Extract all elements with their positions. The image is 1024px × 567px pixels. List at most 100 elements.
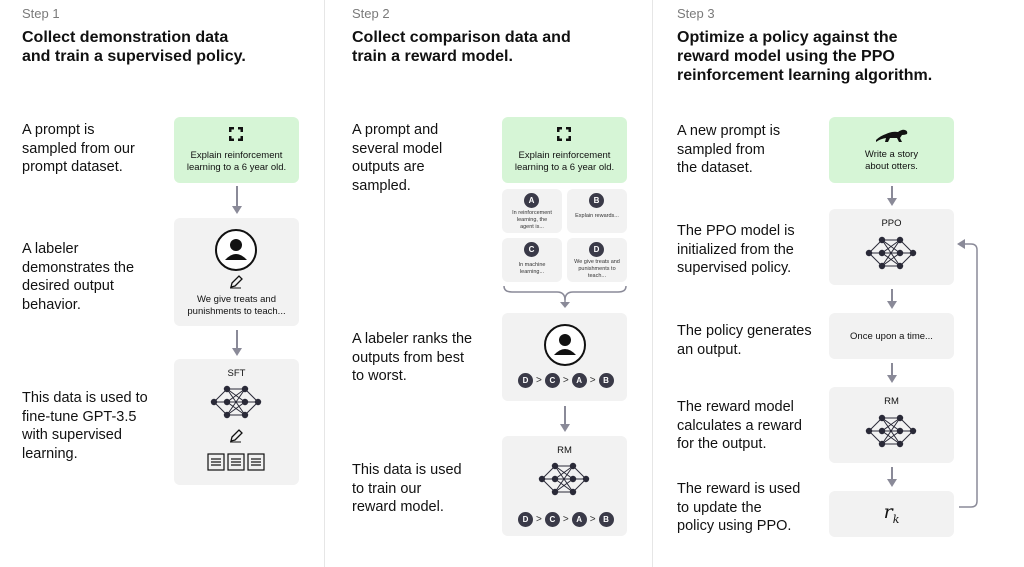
network-node [551, 488, 559, 496]
network-node [878, 440, 886, 448]
text-line: policy using PPO. [677, 518, 792, 534]
step2-prompt-text: Explain reinforcement learning to a 6 ye… [502, 150, 627, 174]
text-line: prompt dataset. [22, 159, 123, 175]
output-text: In machine learning... [504, 262, 560, 276]
network-node [569, 462, 577, 470]
step2-desc-sampled: A prompt and several model outputs are s… [352, 121, 442, 195]
text-line: learning... [519, 268, 545, 275]
network-node [241, 398, 249, 406]
network-node [878, 414, 886, 422]
step2-prompt-box: Explain reinforcement learning to a 6 ye… [502, 117, 627, 183]
step1-title: Collect demonstration data and train a s… [22, 28, 246, 66]
network-edge [881, 239, 901, 267]
text-line: sampled from our [22, 140, 135, 157]
step2-desc-ranks: A labeler ranks the outputs from best to… [352, 330, 472, 386]
network-node [896, 249, 904, 257]
network-node [878, 262, 886, 270]
text-line: for the output. [677, 436, 767, 452]
rank-separator: > [589, 513, 596, 525]
text-line: initialized from the [677, 241, 794, 258]
text-line: Explain reinforcement [190, 150, 283, 161]
arrow-line [891, 467, 893, 480]
rank-item: C [544, 511, 560, 527]
text-line: learning to a 6 year old. [186, 162, 287, 173]
text-line: sampled from [677, 141, 765, 158]
network-edge [554, 465, 574, 480]
network-node [909, 249, 917, 257]
step3-prompt-box: Write a story about otters. [829, 117, 954, 183]
step2-ranking-box: D > C > A > B [502, 313, 627, 401]
arrow-line [236, 330, 238, 349]
rank-item: B [598, 511, 614, 527]
step1-labeler-box: We give treats and punishments to teach.… [174, 218, 299, 326]
network-node [582, 475, 590, 483]
text-line: to train our [352, 480, 422, 497]
arrow-head [232, 206, 242, 214]
network-node [223, 385, 231, 393]
text-line: teach... [587, 272, 607, 279]
network-node [878, 427, 886, 435]
text-line: with supervised [22, 427, 122, 443]
step1-desc-labeler: A labeler demonstrates the desired outpu… [22, 240, 134, 314]
text-line: learning to a 6 year old. [514, 162, 615, 173]
step1-prompt-text: Explain reinforcement learning to a 6 ye… [174, 150, 299, 174]
step1-column: Step 1 Collect demonstration data and tr… [0, 0, 324, 567]
step1-label: Step 1 [22, 6, 60, 21]
network-edge [554, 478, 574, 493]
step3-title-line1: Optimize a policy against the [677, 29, 898, 46]
network-node [896, 427, 904, 435]
step1-desc-finetune: This data is used to fine-tune GPT-3.5 w… [22, 389, 148, 463]
arrow-line [236, 186, 238, 207]
text-line: punishments to teach... [187, 306, 286, 317]
network-edge [554, 465, 574, 493]
rank-separator: > [589, 374, 596, 386]
text-line: This data is used to [22, 390, 148, 406]
step2-title-line2: train a reward model. [352, 48, 513, 65]
rm-label: RM [557, 445, 572, 456]
network-node [909, 427, 917, 435]
arrow-line [891, 186, 893, 199]
rank-separator: > [536, 374, 542, 386]
document-icon [207, 453, 265, 471]
output-text: Explain rewards... [569, 213, 625, 220]
network-edge [226, 388, 246, 416]
reward-symbol: r [883, 501, 893, 523]
person-icon [544, 324, 586, 366]
pencil-icon [230, 429, 243, 443]
arrow-head [887, 375, 897, 383]
rank-item: B [598, 372, 614, 388]
step3-desc-reward-model: The reward model calculates a reward for… [677, 398, 802, 454]
text-line: several model [352, 140, 443, 157]
network-edge [881, 417, 901, 432]
output-letter: B [589, 193, 604, 208]
text-line: the dataset. [677, 160, 753, 176]
rm-label: RM [884, 396, 899, 407]
network-edge [881, 252, 901, 267]
text-line: demonstrates the [22, 259, 135, 276]
ranking-row: D > C > A > B [518, 372, 614, 388]
rank-separator: > [536, 513, 542, 525]
network-node [241, 411, 249, 419]
step3-desc-update: The reward is used to update the policy … [677, 480, 800, 536]
network-edge [881, 430, 901, 445]
text-line: In machine [518, 262, 546, 268]
arrow-head [887, 301, 897, 309]
output-card-c: C In machine learning... [502, 238, 562, 282]
step3-desc-generate: The policy generates an output. [677, 322, 812, 359]
step3-reward-box: rk [829, 491, 954, 537]
output-card-d: D We give treats and punishments to teac… [567, 238, 627, 282]
arrow-line [891, 289, 893, 302]
rank-separator: > [562, 513, 569, 525]
sft-label: SFT [227, 368, 246, 379]
step1-title-line2: and train a supervised policy. [22, 48, 246, 65]
network-node [878, 249, 886, 257]
network-edge [881, 417, 901, 445]
network-edge [226, 401, 246, 416]
network-node [254, 398, 262, 406]
network-node [896, 440, 904, 448]
text-line: calculates a reward [677, 417, 802, 434]
feedback-loop-arrow [957, 239, 978, 508]
text-line: A labeler ranks the [352, 331, 473, 347]
network-node [223, 411, 231, 419]
brace-icon [503, 285, 627, 308]
